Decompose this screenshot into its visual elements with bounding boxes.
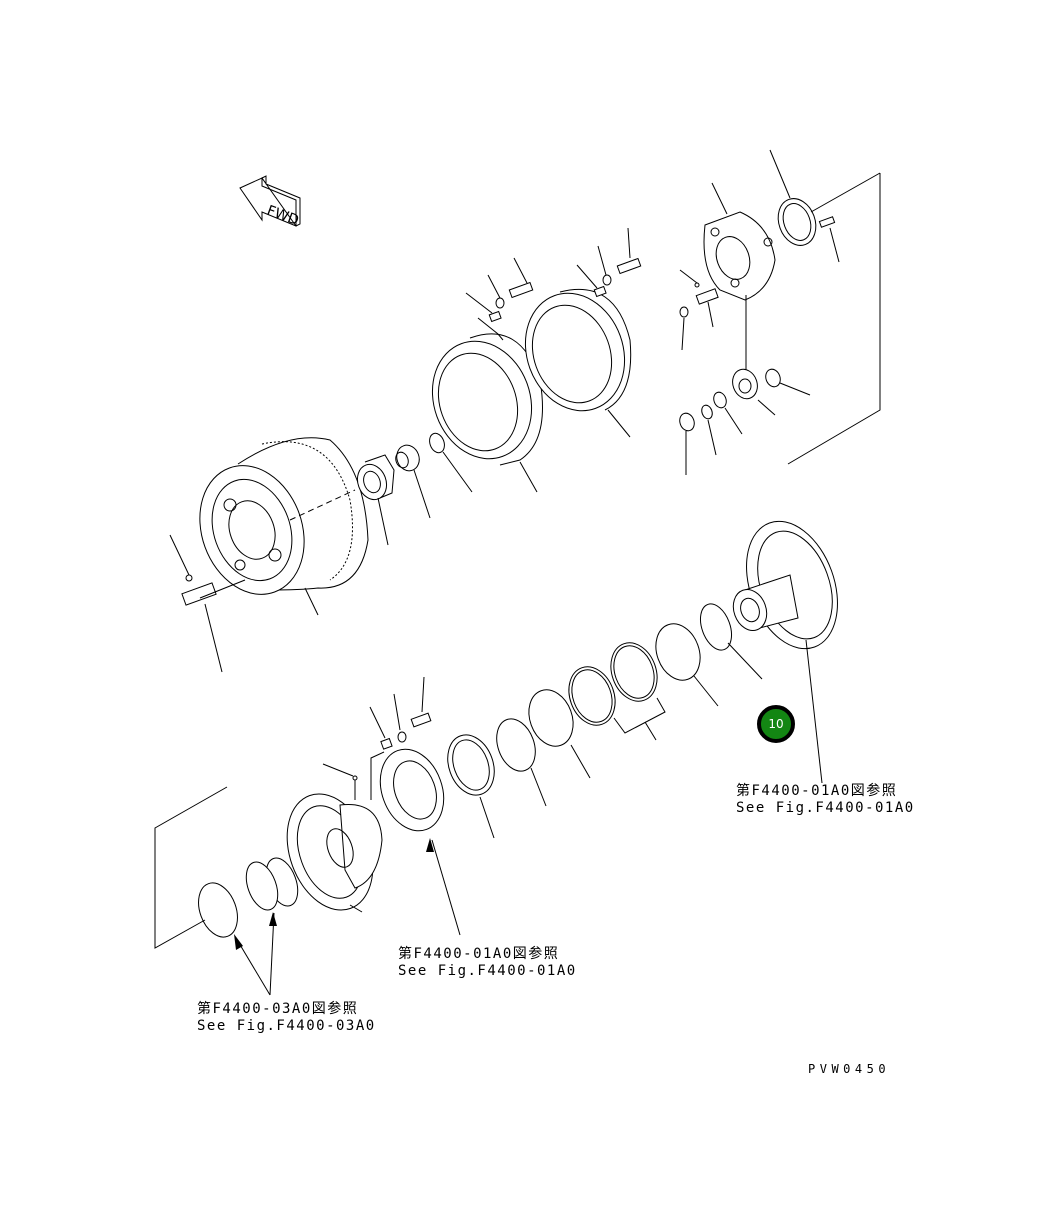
cross-reference-jp: 第F4400-03A0図参照	[197, 1001, 359, 1017]
bolt-part	[370, 677, 431, 800]
drum-hub-part	[182, 438, 368, 609]
spindle-part	[728, 509, 854, 783]
bearing-part	[393, 442, 430, 518]
planet-gear-part	[677, 366, 810, 475]
group-bracket	[788, 173, 880, 464]
cross-reference-jp: 第F4400-01A0図参照	[736, 783, 898, 799]
o-ring-part	[695, 600, 762, 679]
o-ring-part	[521, 684, 590, 778]
seal-ring-part	[561, 636, 665, 740]
group-bracket	[155, 787, 227, 948]
gear-part	[353, 455, 394, 545]
bearing-part	[369, 740, 460, 935]
drawing-code: PVW0450	[808, 1062, 891, 1076]
cross-reference-left[interactable]: 第F4400-03A0図参照 See Fig.F4400-03A0	[197, 1001, 376, 1035]
pointer-arrow-icon	[269, 912, 277, 926]
carrier-part	[704, 183, 775, 370]
o-ring-part	[648, 618, 718, 706]
cross-reference-center[interactable]: 第F4400-01A0図参照 See Fig.F4400-01A0	[398, 946, 577, 980]
cross-reference-jp: 第F4400-01A0図参照	[398, 946, 560, 962]
ring-gear-part	[416, 327, 547, 492]
hub-part	[272, 764, 388, 922]
cross-reference-en: See Fig.F4400-03A0	[197, 1018, 376, 1034]
o-ring-part	[490, 713, 546, 806]
callout-marker-10[interactable]: 10	[757, 705, 795, 743]
fwd-arrow-icon: FWD	[240, 176, 301, 229]
shim-plate-part	[240, 854, 303, 995]
cross-reference-right[interactable]: 第F4400-01A0図参照 See Fig.F4400-01A0	[736, 783, 915, 817]
thrust-washer-part	[770, 150, 880, 262]
snap-ring-part	[427, 431, 472, 492]
floating-seal-part	[440, 728, 503, 838]
cover-plate-part	[192, 878, 270, 995]
pin-part	[680, 270, 718, 350]
bolt-part	[466, 258, 533, 340]
cross-reference-en: See Fig.F4400-01A0	[398, 963, 577, 979]
pointer-arrow-icon	[234, 934, 243, 950]
cross-reference-en: See Fig.F4400-01A0	[736, 800, 915, 816]
ring-gear-part	[509, 279, 640, 437]
bolt-part	[577, 228, 641, 296]
pin-part	[170, 535, 318, 672]
pointer-arrow-icon	[426, 838, 434, 852]
